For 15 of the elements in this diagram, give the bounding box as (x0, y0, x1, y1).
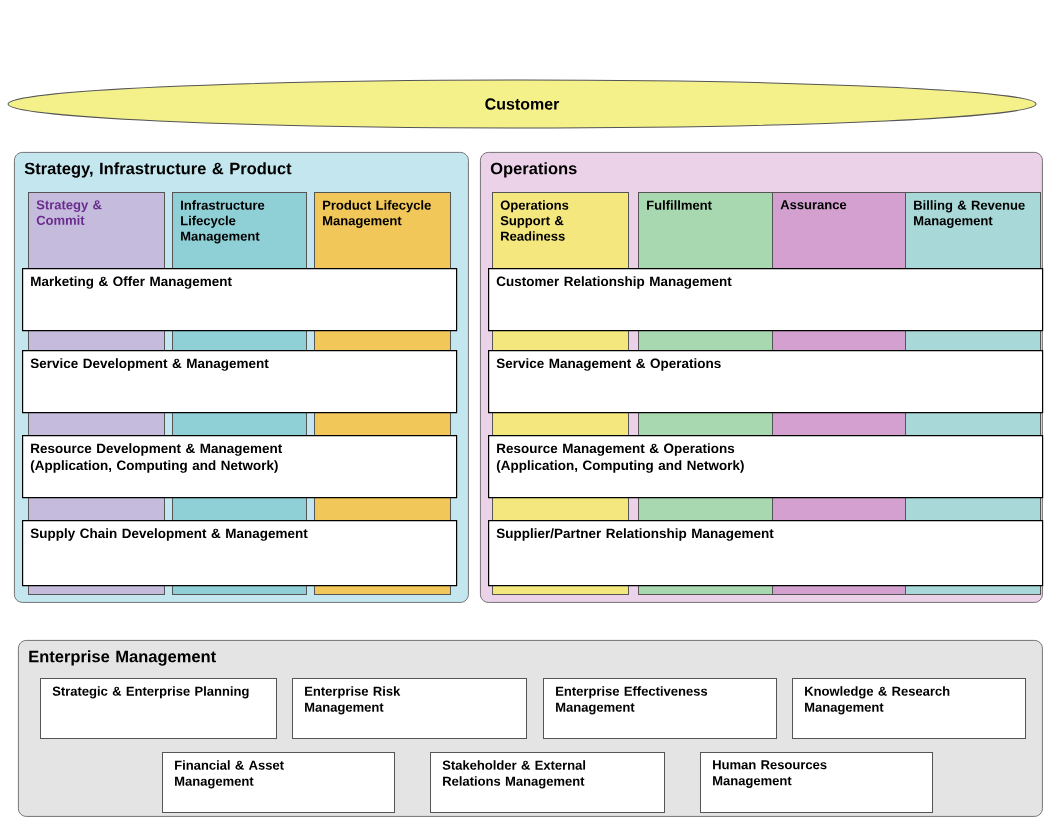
process-bar: Marketing & Offer Management (22, 268, 458, 332)
process-box: Strategic & Enterprise Planning (40, 678, 277, 739)
process-bar: Supply Chain Development & Management (22, 520, 458, 587)
process-box: Enterprise Risk Management (292, 678, 527, 739)
process-bar: Service Development & Management (22, 350, 458, 414)
process-bar: Resource Management & Operations (Application, Computing and Network) (488, 435, 1044, 499)
process-bar: Supplier/Partner Relationship Management (488, 520, 1044, 587)
process-box: Financial & Asset Management (162, 752, 395, 813)
process-box: Stakeholder & External Relations Management (430, 752, 665, 813)
process-bar: Service Management & Operations (488, 350, 1044, 414)
process-bar: Customer Relationship Management (488, 268, 1044, 332)
process-box: Knowledge & Research Management (792, 678, 1026, 739)
process-bar: Resource Development & Management (Application, Computing and Network) (22, 435, 458, 499)
process-box: Enterprise Effectiveness Management (543, 678, 777, 739)
process-box: Human Resources Management (700, 752, 933, 813)
